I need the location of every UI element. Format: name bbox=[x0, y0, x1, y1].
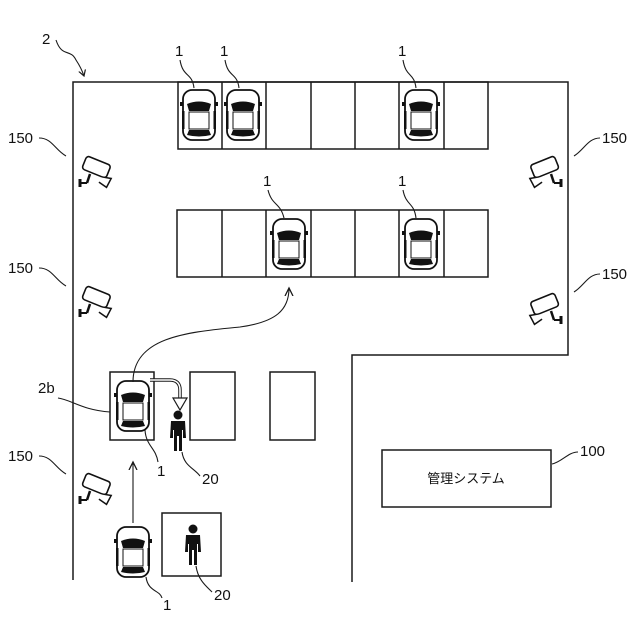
vehicle-leader bbox=[403, 190, 416, 218]
vehicle-leader bbox=[403, 60, 416, 88]
car-top-view-icon bbox=[402, 219, 440, 269]
camera-leader bbox=[39, 268, 66, 286]
car-top-view-icon bbox=[114, 527, 152, 577]
facility-label: 2 bbox=[42, 31, 50, 48]
camera-leader bbox=[574, 274, 600, 292]
user-leader bbox=[182, 452, 200, 476]
camera-label: 150 bbox=[602, 130, 627, 147]
parking-row-top bbox=[178, 82, 488, 149]
camera-leader bbox=[39, 138, 66, 156]
user-leader bbox=[196, 566, 212, 592]
security-camera-icon bbox=[530, 156, 561, 188]
vehicle-leader bbox=[225, 60, 239, 88]
camera-label: 150 bbox=[602, 266, 627, 283]
car-top-view-icon bbox=[114, 381, 152, 431]
security-camera-icon bbox=[80, 286, 111, 318]
management-system-text: 管理システム bbox=[427, 472, 505, 487]
vehicle-label: 1 bbox=[398, 173, 406, 190]
vehicle-label: 1 bbox=[398, 43, 406, 60]
vehicle-leader bbox=[145, 430, 158, 462]
facility-leader bbox=[56, 40, 84, 76]
management-system-leader bbox=[552, 452, 578, 464]
vehicle-leader bbox=[146, 577, 162, 598]
exit-vehicle-arrowhead bbox=[173, 398, 187, 410]
dropoff-to-parking-arrow bbox=[133, 288, 289, 382]
camera-label: 150 bbox=[8, 130, 33, 147]
car-top-view-icon bbox=[270, 219, 308, 269]
vehicle-leader bbox=[268, 190, 284, 218]
user-label: 20 bbox=[202, 471, 219, 488]
person-icon bbox=[170, 411, 186, 452]
vehicle-label: 1 bbox=[163, 597, 171, 614]
person-icon bbox=[185, 525, 201, 566]
vehicle-label: 1 bbox=[263, 173, 271, 190]
vehicle-label: 1 bbox=[220, 43, 228, 60]
camera-label: 150 bbox=[8, 448, 33, 465]
user-label: 20 bbox=[214, 587, 231, 604]
drop-off-area-leader bbox=[58, 398, 110, 412]
security-camera-icon bbox=[80, 473, 111, 505]
car-top-view-icon bbox=[224, 90, 262, 140]
vehicle-label: 1 bbox=[175, 43, 183, 60]
management-system-label: 100 bbox=[580, 443, 605, 460]
security-camera-icon bbox=[80, 156, 111, 188]
camera-leader bbox=[39, 456, 66, 474]
camera-leader bbox=[574, 138, 600, 156]
parking-row-middle bbox=[177, 210, 488, 277]
vehicle-leader bbox=[180, 60, 194, 88]
vehicle-label: 1 bbox=[157, 463, 165, 480]
camera-label: 150 bbox=[8, 260, 33, 277]
car-top-view-icon bbox=[180, 90, 218, 140]
parking-space bbox=[190, 372, 235, 440]
drop-off-area-label: 2b bbox=[38, 380, 55, 397]
parking-space bbox=[270, 372, 315, 440]
car-top-view-icon bbox=[402, 90, 440, 140]
security-camera-icon bbox=[530, 293, 561, 325]
